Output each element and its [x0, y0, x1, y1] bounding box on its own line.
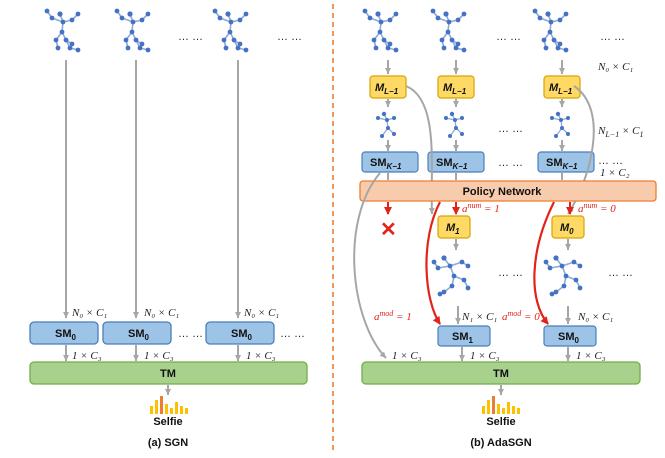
tm-box [29, 361, 308, 385]
svg-text:SM0: SM0 [55, 328, 77, 342]
sm0-box-3: SM0 [205, 321, 275, 345]
svg-text:M1: M1 [446, 222, 460, 236]
n0c1-label: N₀ × C₁ [597, 61, 633, 73]
selfie-label: Selfie [153, 416, 182, 428]
svg-text:SM0: SM0 [558, 331, 580, 345]
ellipsis-r-top1: … … [496, 31, 521, 43]
sm-label: SM [55, 328, 72, 340]
m-l1-box-2: ML−1 [437, 75, 475, 99]
amod1-label: amod = 1 [374, 309, 412, 323]
sm-label: SM [128, 328, 145, 340]
n0c1-bottom-label: N₀ × C₁ [577, 311, 613, 323]
shape-label-1: N₀ × C₁ [71, 307, 107, 319]
svg-text:SMK−1: SMK−1 [370, 157, 402, 171]
skeleton-input-r2 [429, 7, 468, 54]
out-label-2: 1 × C₃ [144, 350, 174, 362]
caption-sgn: (a) SGN [148, 437, 188, 449]
tm-box-r [361, 361, 641, 385]
svg-text:ML−1: ML−1 [375, 82, 399, 96]
skeleton-mid-3 [549, 111, 571, 139]
svg-text:ML−1: ML−1 [443, 82, 467, 96]
amod0-label: amod = 0 [502, 309, 540, 323]
ellipsis-sm-2: … … [280, 328, 305, 340]
ellipsis-top-2: … … [277, 31, 302, 43]
ellipsis-r-sm2: … … [598, 155, 623, 167]
sm0-box-2: SM0 [102, 321, 172, 345]
selfie-label-r: Selfie [486, 416, 515, 428]
out-label-3: 1 × C₃ [246, 350, 276, 362]
anum0-label: anum = 0 [578, 201, 616, 215]
out-label-r3: 1 × C₃ [576, 350, 606, 362]
skeleton-input-2 [113, 7, 152, 54]
svg-text:ML−1: ML−1 [549, 82, 573, 96]
adasgn-panel: … … … … N₀ × C₁ ML−1 ML−1 ML−1 … … NL−1 … [353, 7, 657, 449]
tm-label: TM [160, 368, 176, 380]
m1-box: M1 [437, 215, 471, 239]
svg-text:M0: M0 [560, 222, 574, 236]
svg-text:SMK−1: SMK−1 [436, 157, 468, 171]
sm-label: SM [231, 328, 248, 340]
caption-adasgn: (b) AdaSGN [470, 437, 531, 449]
selfie-bars-icon [150, 396, 188, 414]
sm-k1-box-1: SMK−1 [361, 151, 419, 173]
sm-sub: 0 [248, 333, 253, 342]
ellipsis-sm-1: … … [178, 328, 203, 340]
n1c1-label: N₁ × C₁ [461, 311, 497, 323]
sm0-box-1: SM0 [29, 321, 99, 345]
svg-text:SM0: SM0 [128, 328, 150, 342]
m-l1-box-1: ML−1 [369, 75, 407, 99]
svg-text:SMK−1: SMK−1 [546, 157, 578, 171]
drop-x-icon: ✕ [380, 219, 397, 241]
policy-network-box [359, 180, 657, 202]
policy-network-label: Policy Network [463, 186, 543, 198]
m0-box: M0 [551, 215, 585, 239]
ellipsis-r-top2: … … [600, 31, 625, 43]
sm0-box-r: SM0 [543, 325, 597, 347]
selfie-bars-icon-r [482, 396, 520, 414]
skeleton-input-r1 [361, 7, 400, 54]
shape-label-3: N₀ × C₁ [243, 307, 279, 319]
m-l1-box-3: ML−1 [543, 75, 581, 99]
ellipsis-r-bottom1: … … [498, 267, 523, 279]
svg-text:SM0: SM0 [231, 328, 253, 342]
sm-k1-box-3: SMK−1 [537, 151, 595, 173]
skeleton-input-3 [211, 7, 250, 54]
out-label-r1: 1 × C₃ [392, 350, 422, 362]
sm-k1-box-2: SMK−1 [427, 151, 485, 173]
skeleton-m0-output [542, 254, 584, 298]
out-label-r2: 1 × C₃ [470, 350, 500, 362]
svg-text:SM1: SM1 [452, 331, 474, 345]
skeleton-mid-2 [443, 111, 465, 139]
sm1-box: SM1 [437, 325, 491, 347]
ellipsis-top-1: … … [178, 31, 203, 43]
c2-label: 1 × C₂ [600, 167, 630, 179]
skeleton-input-1 [43, 7, 82, 54]
tm-label-r: TM [493, 368, 509, 380]
ellipsis-r-sm: … … [498, 157, 523, 169]
out-label-1: 1 × C₃ [72, 350, 102, 362]
anum1-label: anum = 1 [462, 201, 500, 215]
nl1c1-label: NL−1 × C1 [597, 125, 643, 139]
skeleton-mid-1 [375, 111, 397, 139]
skeleton-input-r3 [531, 7, 570, 54]
ellipsis-r-bottom2: … … [608, 267, 633, 279]
sgn-panel: … … … … N₀ × C₁ N₀ × C₁ N₀ × C₁ SM0 SM0 … [29, 7, 308, 449]
ellipsis-r-mid: … … [498, 123, 523, 135]
shape-label-2: N₀ × C₁ [143, 307, 179, 319]
sm-sub: 0 [72, 333, 77, 342]
skeleton-m1-output [430, 254, 472, 298]
sm-sub: 0 [145, 333, 150, 342]
